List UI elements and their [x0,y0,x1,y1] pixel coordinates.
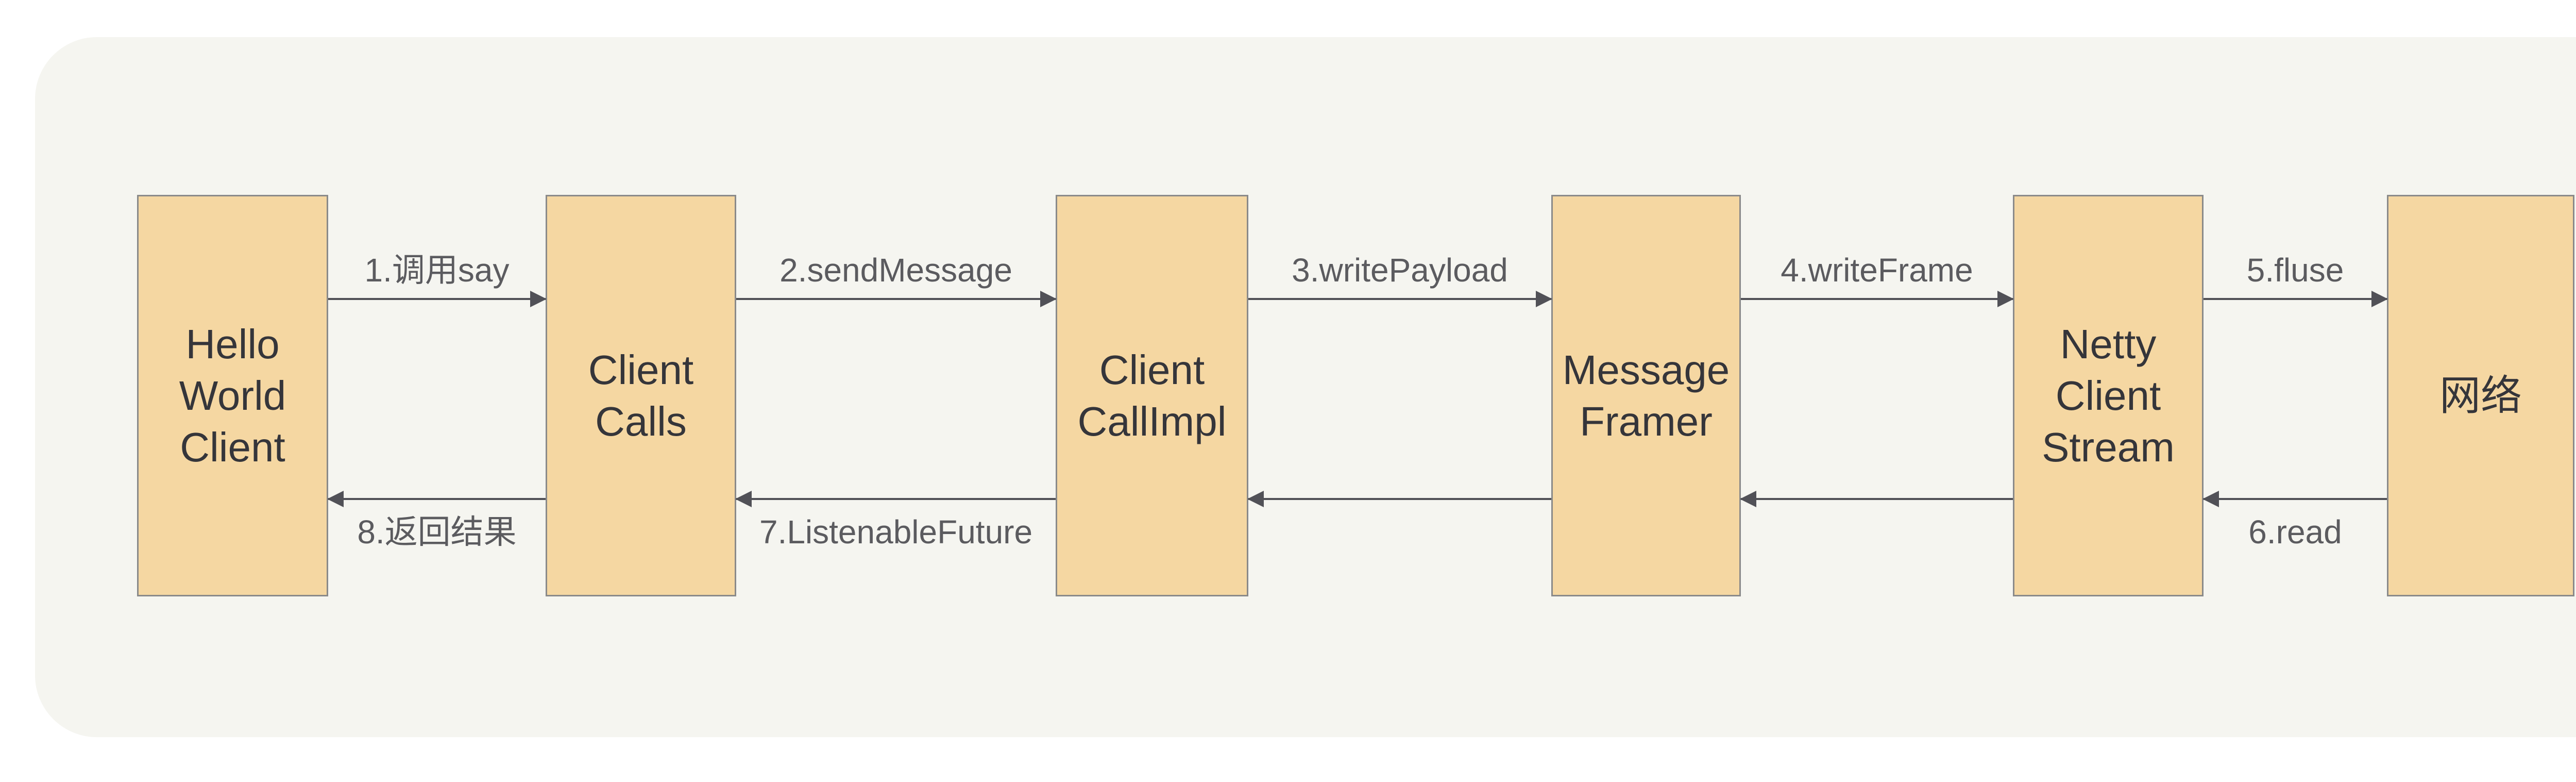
arrowhead-right-icon [2371,291,2388,307]
edge-2-send-message: 2.sendMessage [736,252,1057,307]
edge-label: 4.writeFrame [1781,252,1973,289]
edge-return-callimpl [1247,491,1551,507]
edge-8-return-result: 8.返回结果 [327,491,546,551]
edge-label: 7.ListenableFuture [759,513,1033,551]
node-label: Hello World Client [179,321,286,470]
edge-label: 2.sendMessage [779,252,1012,289]
edge-4-write-frame: 4.writeFrame [1741,252,2014,307]
arrowhead-left-icon [2202,491,2219,507]
node-label: 网络 [2439,372,2522,419]
arrowhead-left-icon [1247,491,1264,507]
edge-label: 5.fluse [2246,252,2344,289]
arrowhead-right-icon [1536,291,1552,307]
node-label: Client Calls [588,346,694,444]
node-label: Client CallImpl [1077,346,1227,444]
arrowhead-left-icon [1740,491,1756,507]
edge-1-call-say: 1.调用say [328,252,547,307]
arrowhead-right-icon [1040,291,1057,307]
arrowhead-right-icon [530,291,547,307]
node-client-callimpl: Client CallImpl [1056,195,1248,596]
node-label: Message Framer [1562,346,1730,444]
node-network: 网络 [2387,195,2574,596]
node-client-calls: Client Calls [546,195,736,596]
node-message-framer: Message Framer [1551,195,1741,596]
arrowhead-left-icon [735,491,752,507]
edge-label: 1.调用say [364,252,510,289]
edge-label: 3.writePayload [1292,252,1508,289]
arrowhead-left-icon [327,491,344,507]
edge-7-listenable-future: 7.ListenableFuture [735,491,1056,551]
edge-6-read: 6.read [2202,491,2387,551]
edge-label: 8.返回结果 [357,513,517,551]
edge-return-framer [1740,491,2013,507]
arrowhead-right-icon [1997,291,2014,307]
node-hello-world-client: Hello World Client [137,195,328,596]
edge-3-write-payload: 3.writePayload [1248,252,1552,307]
edge-label: 6.read [2248,513,2342,551]
node-netty-client-stream: Netty Client Stream [2013,195,2204,596]
node-label: Netty Client Stream [2042,321,2175,470]
edge-5-fluse: 5.fluse [2204,252,2388,307]
